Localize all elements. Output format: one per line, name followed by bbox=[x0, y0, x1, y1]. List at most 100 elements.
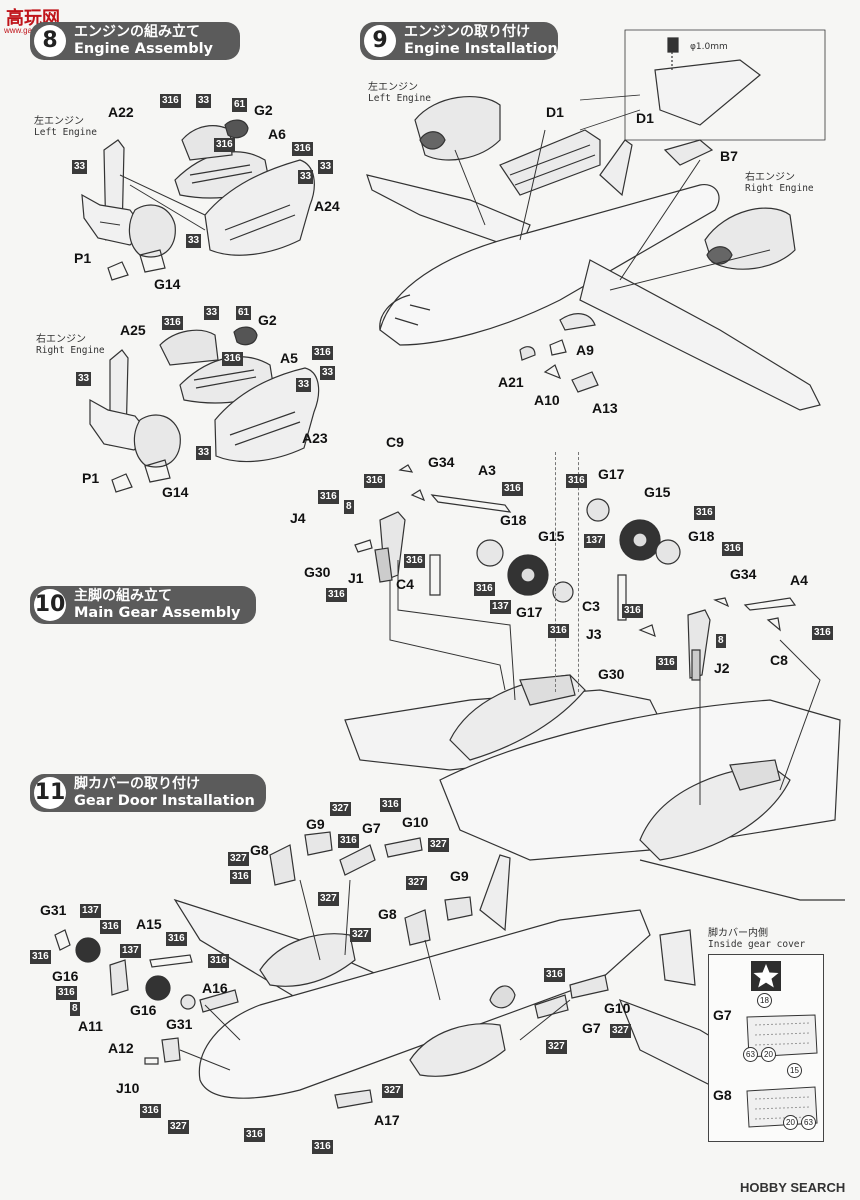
step-divider-dashed bbox=[555, 452, 556, 692]
paint-code: 316 bbox=[166, 932, 187, 946]
part-label: A23 bbox=[302, 430, 328, 446]
part-label: A5 bbox=[280, 350, 298, 366]
part-label: G7 bbox=[713, 1007, 732, 1023]
part-label: A4 bbox=[790, 572, 808, 588]
part-label: G7 bbox=[362, 820, 381, 836]
part-label: G2 bbox=[258, 312, 277, 328]
left-engine-parts-drawing bbox=[81, 119, 315, 281]
decal-number: 20 bbox=[761, 1047, 776, 1062]
paint-code: 137 bbox=[490, 600, 511, 614]
part-label: G31 bbox=[40, 902, 67, 918]
paint-code: 33 bbox=[204, 306, 220, 320]
part-label: G18 bbox=[500, 512, 527, 528]
part-label: A12 bbox=[108, 1040, 134, 1056]
paint-code: 327 bbox=[168, 1120, 189, 1134]
paint-code: 316 bbox=[404, 554, 425, 568]
paint-code: 33 bbox=[196, 94, 212, 108]
decal-number: 15 bbox=[787, 1063, 802, 1078]
part-label: G10 bbox=[604, 1000, 631, 1016]
step-number: 8 bbox=[34, 25, 66, 57]
part-label: G10 bbox=[402, 814, 429, 830]
step-number: 11 bbox=[34, 777, 66, 809]
paint-code: 33 bbox=[296, 378, 312, 392]
paint-code: 327 bbox=[610, 1024, 631, 1038]
part-label: J2 bbox=[714, 660, 730, 676]
part-label: A21 bbox=[498, 374, 524, 390]
paint-code: 8 bbox=[716, 634, 726, 648]
part-label: J10 bbox=[116, 1080, 140, 1096]
step-title-jp: 主脚の組み立て bbox=[74, 588, 172, 604]
paint-code: 316 bbox=[326, 588, 347, 602]
part-label: A3 bbox=[478, 462, 496, 478]
part-label: G2 bbox=[254, 102, 273, 118]
part-label: C9 bbox=[386, 434, 404, 450]
paint-code: 137 bbox=[584, 534, 605, 548]
aircraft-gear-door-drawing bbox=[54, 831, 801, 1111]
part-label: A16 bbox=[202, 980, 228, 996]
part-label: P1 bbox=[74, 250, 92, 266]
paint-code: 316 bbox=[312, 346, 333, 360]
part-label: G16 bbox=[130, 1002, 157, 1018]
paint-code: 61 bbox=[232, 98, 248, 112]
part-label: G30 bbox=[598, 666, 625, 682]
paint-code: 316 bbox=[622, 604, 643, 618]
star-marking-icon bbox=[751, 961, 781, 991]
paint-code: 316 bbox=[312, 1140, 333, 1154]
part-label: D1 bbox=[636, 110, 654, 126]
paint-code: 327 bbox=[330, 802, 351, 816]
paint-code: 316 bbox=[100, 920, 121, 934]
step-title-jp: 脚カバーの取り付け bbox=[74, 776, 200, 792]
step-number: 9 bbox=[364, 25, 396, 57]
part-label: G14 bbox=[154, 276, 181, 292]
paint-code: 316 bbox=[548, 624, 569, 638]
paint-code: 316 bbox=[812, 626, 833, 640]
paint-code: 316 bbox=[474, 582, 495, 596]
paint-code: 316 bbox=[162, 316, 183, 330]
part-label: G31 bbox=[166, 1016, 193, 1032]
part-label: A6 bbox=[268, 126, 286, 142]
part-label: A15 bbox=[136, 916, 162, 932]
step-8-header: 8 エンジンの組み立て Engine Assembly bbox=[30, 22, 240, 60]
paint-code: 316 bbox=[364, 474, 385, 488]
part-label: A11 bbox=[78, 1018, 103, 1034]
part-label: P1 bbox=[82, 470, 100, 486]
part-label: G17 bbox=[516, 604, 543, 620]
part-label: G30 bbox=[304, 564, 331, 580]
step-title-jp: エンジンの取り付け bbox=[404, 24, 530, 40]
decal-number: 63 bbox=[743, 1047, 758, 1062]
paint-code: 316 bbox=[292, 142, 313, 156]
aircraft-gear-bay-drawing bbox=[344, 674, 845, 901]
part-label: A9 bbox=[576, 342, 594, 358]
part-label: D1 bbox=[546, 104, 564, 120]
step-title-en: Engine Assembly bbox=[74, 41, 214, 57]
paint-code: 327 bbox=[546, 1040, 567, 1054]
part-label: A10 bbox=[534, 392, 560, 408]
part-label: G7 bbox=[582, 1020, 601, 1036]
part-label: A25 bbox=[120, 322, 146, 338]
paint-code: 316 bbox=[694, 506, 715, 520]
part-label: B7 bbox=[720, 148, 738, 164]
paint-code: 316 bbox=[230, 870, 251, 884]
part-label: G8 bbox=[713, 1087, 732, 1103]
paint-code: 33 bbox=[318, 160, 334, 174]
paint-code: 137 bbox=[120, 944, 141, 958]
part-label: G18 bbox=[688, 528, 715, 544]
paint-code: 316 bbox=[214, 138, 235, 152]
paint-code: 316 bbox=[140, 1104, 161, 1118]
step-title-jp: エンジンの組み立て bbox=[74, 24, 200, 40]
part-label: G34 bbox=[428, 454, 455, 470]
step-title-en: Engine Installation bbox=[404, 41, 558, 57]
paint-code: 33 bbox=[72, 160, 88, 174]
aircraft-engine-installation-drawing bbox=[366, 29, 826, 411]
part-label: G15 bbox=[644, 484, 671, 500]
step-divider-dashed bbox=[578, 452, 579, 692]
paint-code: 327 bbox=[318, 892, 339, 906]
part-label: G17 bbox=[598, 466, 625, 482]
paint-code: 316 bbox=[566, 474, 587, 488]
part-label: C4 bbox=[396, 576, 414, 592]
paint-code: 327 bbox=[350, 928, 371, 942]
decal-number: 18 bbox=[757, 993, 772, 1008]
part-label: C3 bbox=[582, 598, 600, 614]
